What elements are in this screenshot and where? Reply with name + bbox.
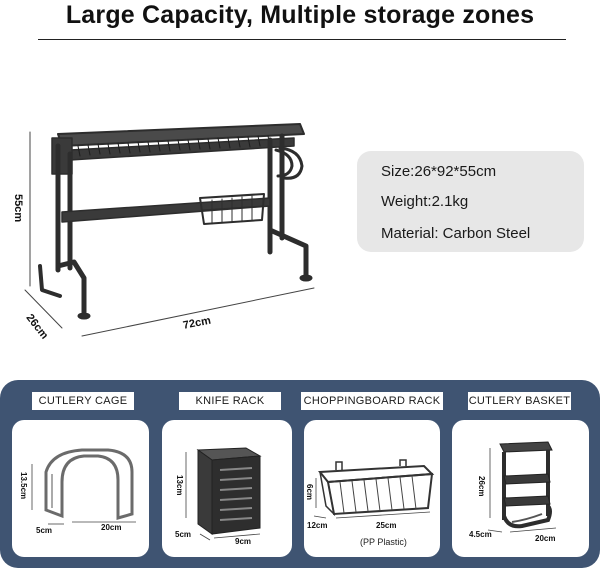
cutlery-basket-illustration: [487, 441, 557, 533]
choppingboard-rack-width: 25cm: [376, 521, 397, 530]
choppingboard-rack-material-note: (PP Plastic): [360, 537, 407, 547]
accessory-card-knife-rack: 13cm 5cm 9cm: [162, 420, 292, 557]
spec-size: Size:26*92*55cm: [381, 163, 497, 180]
spec-material: Material: Carbon Steel: [381, 225, 531, 242]
knife-rack-illustration: [185, 447, 262, 541]
knife-rack-width: 9cm: [235, 537, 252, 546]
accessory-label-cutlery-basket: CUTLERY BASKET: [468, 392, 571, 410]
cutlery-cage-depth: 5cm: [36, 526, 53, 535]
title-divider: [38, 39, 566, 40]
height-dimension-label: 55cm: [12, 194, 24, 223]
cutlery-cage-height: 13.5cm: [19, 472, 28, 500]
choppingboard-rack-illustration: [313, 459, 435, 519]
spec-card: Size:26*92*55cm Weight:2.1kg Material: C…: [357, 151, 584, 252]
accessory-card-choppingboard-rack: 6cm 12cm 25cm (PP Plastic): [304, 420, 440, 557]
cutlery-cage-width: 20cm: [101, 523, 122, 532]
knife-rack-depth: 5cm: [175, 530, 192, 539]
page-title: Large Capacity, Multiple storage zones: [65, 1, 535, 29]
dish-rack-illustration: [24, 123, 315, 337]
cutlery-basket-width: 20cm: [535, 534, 556, 543]
cutlery-basket-depth: 4.5cm: [469, 530, 492, 539]
choppingboard-rack-height: 6cm: [305, 484, 314, 501]
knife-rack-height: 13cm: [175, 475, 184, 496]
accessory-label-cutlery-cage: CUTLERY CAGE: [32, 392, 134, 410]
accessory-card-cutlery-basket: 26cm 4.5cm 20cm: [452, 420, 589, 557]
accessory-card-cutlery-cage: 13.5cm 5cm 20cm: [12, 420, 149, 557]
cutlery-basket-height: 26cm: [477, 476, 486, 497]
accessory-label-choppingboard-rack: CHOPPINGBOARD RACK: [301, 392, 443, 410]
accessory-label-knife-rack: KNIFE RACK: [179, 392, 281, 410]
cutlery-cage-illustration: [31, 448, 136, 525]
spec-weight: Weight:2.1kg: [381, 193, 469, 210]
choppingboard-rack-depth: 12cm: [307, 521, 328, 530]
